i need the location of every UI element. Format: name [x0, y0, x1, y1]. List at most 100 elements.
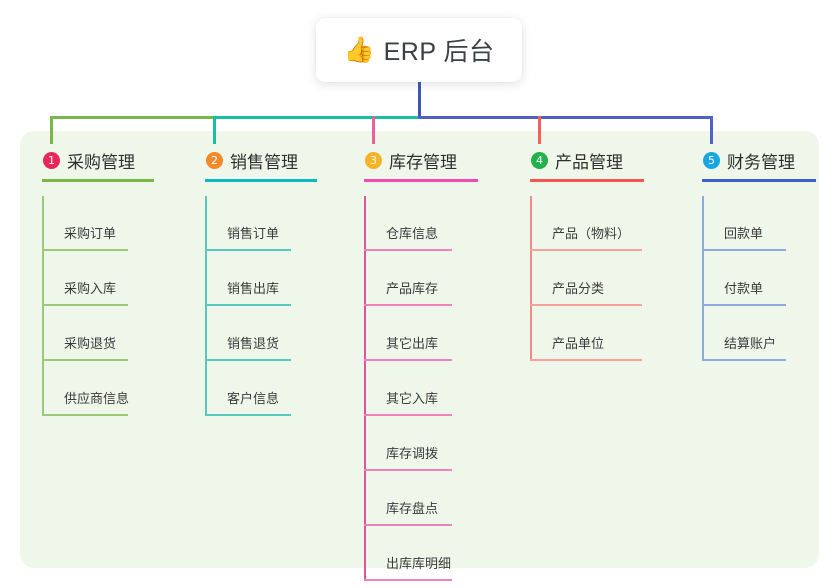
leaf-label: 结算账户	[724, 336, 777, 351]
column-3: 3 库存管理仓库信息产品库存其它出库其它入库库存调拨库存盘点出库库明细	[364, 148, 478, 581]
leaf-item[interactable]: 仓库信息	[364, 196, 478, 251]
leaf-rule	[42, 359, 128, 361]
leaf-item[interactable]: 产品分类	[530, 251, 644, 306]
column-badge-1: 1	[43, 151, 60, 169]
column-header-3[interactable]: 3 库存管理	[364, 148, 478, 172]
leaf-label: 库存调拨	[386, 446, 439, 461]
leaf-rule	[364, 579, 452, 581]
root-node[interactable]: 👍 ERP 后台	[316, 18, 522, 82]
leaf-item[interactable]: 结算账户	[702, 306, 816, 361]
leaf-item[interactable]: 其它出库	[364, 306, 478, 361]
leaf-label: 销售订单	[227, 226, 280, 241]
column-badge-2: 2	[206, 151, 223, 169]
column-title-3: 库存管理	[389, 152, 457, 172]
leaf-rule	[364, 414, 452, 416]
leaf-spine-2	[205, 196, 207, 416]
drop-line-5	[710, 116, 713, 144]
leaf-item[interactable]: 采购退货	[42, 306, 154, 361]
leaf-item[interactable]: 产品单位	[530, 306, 644, 361]
leaf-label: 客户信息	[227, 391, 280, 406]
leaf-item[interactable]: 采购订单	[42, 196, 154, 251]
leaf-rule	[530, 249, 642, 251]
leaf-rule	[702, 249, 786, 251]
leaf-rule	[205, 249, 291, 251]
leaf-rule	[364, 524, 452, 526]
leaf-rule	[364, 304, 452, 306]
leaf-rule	[42, 414, 128, 416]
bus-segment-right	[418, 116, 713, 119]
leaf-rule	[364, 249, 452, 251]
leaf-item[interactable]: 库存盘点	[364, 471, 478, 526]
leaf-item[interactable]: 销售出库	[205, 251, 317, 306]
leaf-label: 产品库存	[386, 281, 439, 296]
leaf-rule	[702, 304, 786, 306]
column-rule-1	[42, 179, 154, 182]
leaf-spine-4	[530, 196, 532, 361]
leaf-spine-3	[364, 196, 366, 581]
column-badge-4: 4	[531, 151, 548, 169]
diagram-panel	[20, 131, 819, 568]
leaf-label: 采购订单	[64, 226, 117, 241]
column-badge-3: 3	[365, 151, 382, 169]
drop-line-3	[372, 116, 375, 144]
leaf-rule	[530, 304, 642, 306]
drop-line-4	[538, 116, 541, 144]
leaf-label: 产品（物料）	[552, 226, 631, 241]
leaf-group-2: 销售订单销售出库销售退货客户信息	[205, 196, 317, 416]
leaf-label: 销售退货	[227, 336, 280, 351]
leaf-group-3: 仓库信息产品库存其它出库其它入库库存调拨库存盘点出库库明细	[364, 196, 478, 581]
bus-segment-mid	[213, 116, 421, 119]
leaf-rule	[702, 359, 786, 361]
column-rule-2	[205, 179, 317, 182]
leaf-rule	[364, 469, 452, 471]
column-rule-5	[702, 179, 816, 182]
leaf-item[interactable]: 供应商信息	[42, 361, 154, 416]
leaf-item[interactable]: 其它入库	[364, 361, 478, 416]
leaf-label: 付款单	[724, 281, 764, 296]
column-rule-4	[530, 179, 644, 182]
root-title: ERP 后台	[383, 38, 495, 66]
leaf-label: 采购入库	[64, 281, 117, 296]
leaf-rule	[42, 304, 128, 306]
leaf-label: 采购退货	[64, 336, 117, 351]
leaf-label: 出库库明细	[386, 556, 452, 571]
leaf-rule	[205, 359, 291, 361]
leaf-rule	[364, 359, 452, 361]
leaf-item[interactable]: 采购入库	[42, 251, 154, 306]
leaf-rule	[205, 304, 291, 306]
leaf-item[interactable]: 销售退货	[205, 306, 317, 361]
bus-segment-left	[50, 116, 216, 119]
column-title-1: 采购管理	[67, 152, 135, 172]
leaf-label: 回款单	[724, 226, 764, 241]
column-header-1[interactable]: 1 采购管理	[42, 148, 154, 172]
leaf-item[interactable]: 库存调拨	[364, 416, 478, 471]
column-title-4: 产品管理	[555, 152, 623, 172]
leaf-spine-5	[702, 196, 704, 361]
leaf-item[interactable]: 产品库存	[364, 251, 478, 306]
column-rule-3	[364, 179, 478, 182]
leaf-item[interactable]: 出库库明细	[364, 526, 478, 581]
column-4: 4 产品管理产品（物料） 产品分类产品单位	[530, 148, 644, 361]
leaf-label: 库存盘点	[386, 501, 439, 516]
leaf-item[interactable]: 产品（物料）	[530, 196, 644, 251]
leaf-label: 仓库信息	[386, 226, 439, 241]
leaf-label: 供应商信息	[64, 391, 130, 406]
leaf-spine-1	[42, 196, 44, 416]
column-badge-5: 5	[703, 151, 720, 169]
leaf-item[interactable]: 客户信息	[205, 361, 317, 416]
leaf-label: 销售出库	[227, 281, 280, 296]
column-header-4[interactable]: 4 产品管理	[530, 148, 644, 172]
leaf-group-5: 回款单付款单结算账户	[702, 196, 816, 361]
leaf-rule	[530, 359, 642, 361]
leaf-label: 产品分类	[552, 281, 605, 296]
trunk-line	[418, 80, 421, 119]
leaf-item[interactable]: 销售订单	[205, 196, 317, 251]
leaf-item[interactable]: 付款单	[702, 251, 816, 306]
leaf-group-4: 产品（物料） 产品分类产品单位	[530, 196, 644, 361]
leaf-item[interactable]: 回款单	[702, 196, 816, 251]
leaf-rule	[205, 414, 291, 416]
